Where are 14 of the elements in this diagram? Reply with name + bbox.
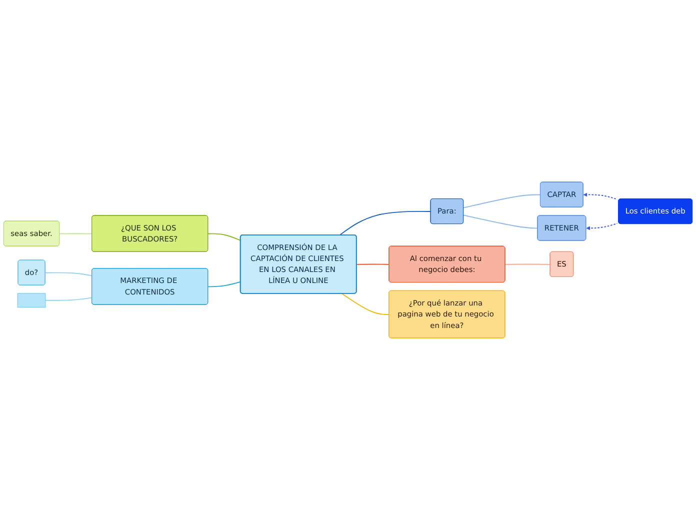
arrow: [583, 192, 618, 200]
connector: [208, 281, 242, 288]
connector: [44, 297, 92, 301]
connector: [504, 264, 551, 265]
connector: [463, 194, 541, 208]
arrow: [586, 223, 618, 230]
connector: [463, 214, 538, 229]
connector: [341, 293, 390, 315]
connector: [44, 272, 92, 276]
connector: [356, 264, 390, 265]
connector: [339, 210, 432, 236]
connector: [208, 233, 242, 241]
node-box: [17, 293, 46, 308]
connector: [59, 233, 92, 234]
